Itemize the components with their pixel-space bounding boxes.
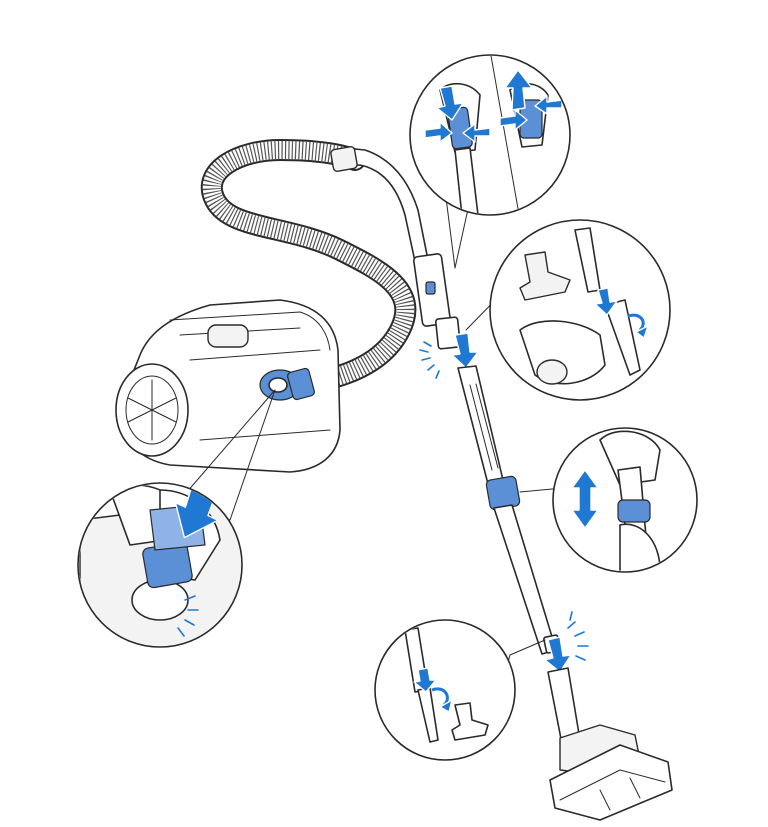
handle-grip	[207, 324, 249, 348]
crevice-tool	[604, 299, 641, 376]
callout-accessories	[489, 219, 671, 401]
up-down-arrow-icon	[571, 469, 599, 529]
callout-telescopic-adjust	[552, 427, 698, 573]
rotate-arrow-icon	[627, 313, 645, 332]
press-down-arrow-icon	[436, 85, 464, 121]
press-up-arrow-icon	[504, 69, 533, 111]
connection-click-marks	[419, 341, 440, 379]
floor-nozzle	[547, 667, 673, 821]
upholstery-nozzle	[451, 702, 489, 741]
hose	[200, 138, 417, 396]
upholstery-nozzle	[519, 251, 571, 301]
tube-click-marks	[567, 611, 589, 661]
push-arrow-icon	[594, 287, 618, 316]
handle-wand	[330, 146, 462, 350]
push-arrow-icon	[451, 332, 479, 369]
vacuum-body	[115, 299, 341, 473]
push-arrow-icon	[544, 636, 572, 673]
callout-hose-connection	[77, 482, 243, 648]
release-button	[425, 281, 436, 295]
tube-adjust-collar	[485, 475, 521, 511]
callout-handle-release	[409, 54, 571, 216]
telescopic-tube	[457, 365, 561, 655]
callout-tube-nozzle-tool	[374, 619, 516, 761]
